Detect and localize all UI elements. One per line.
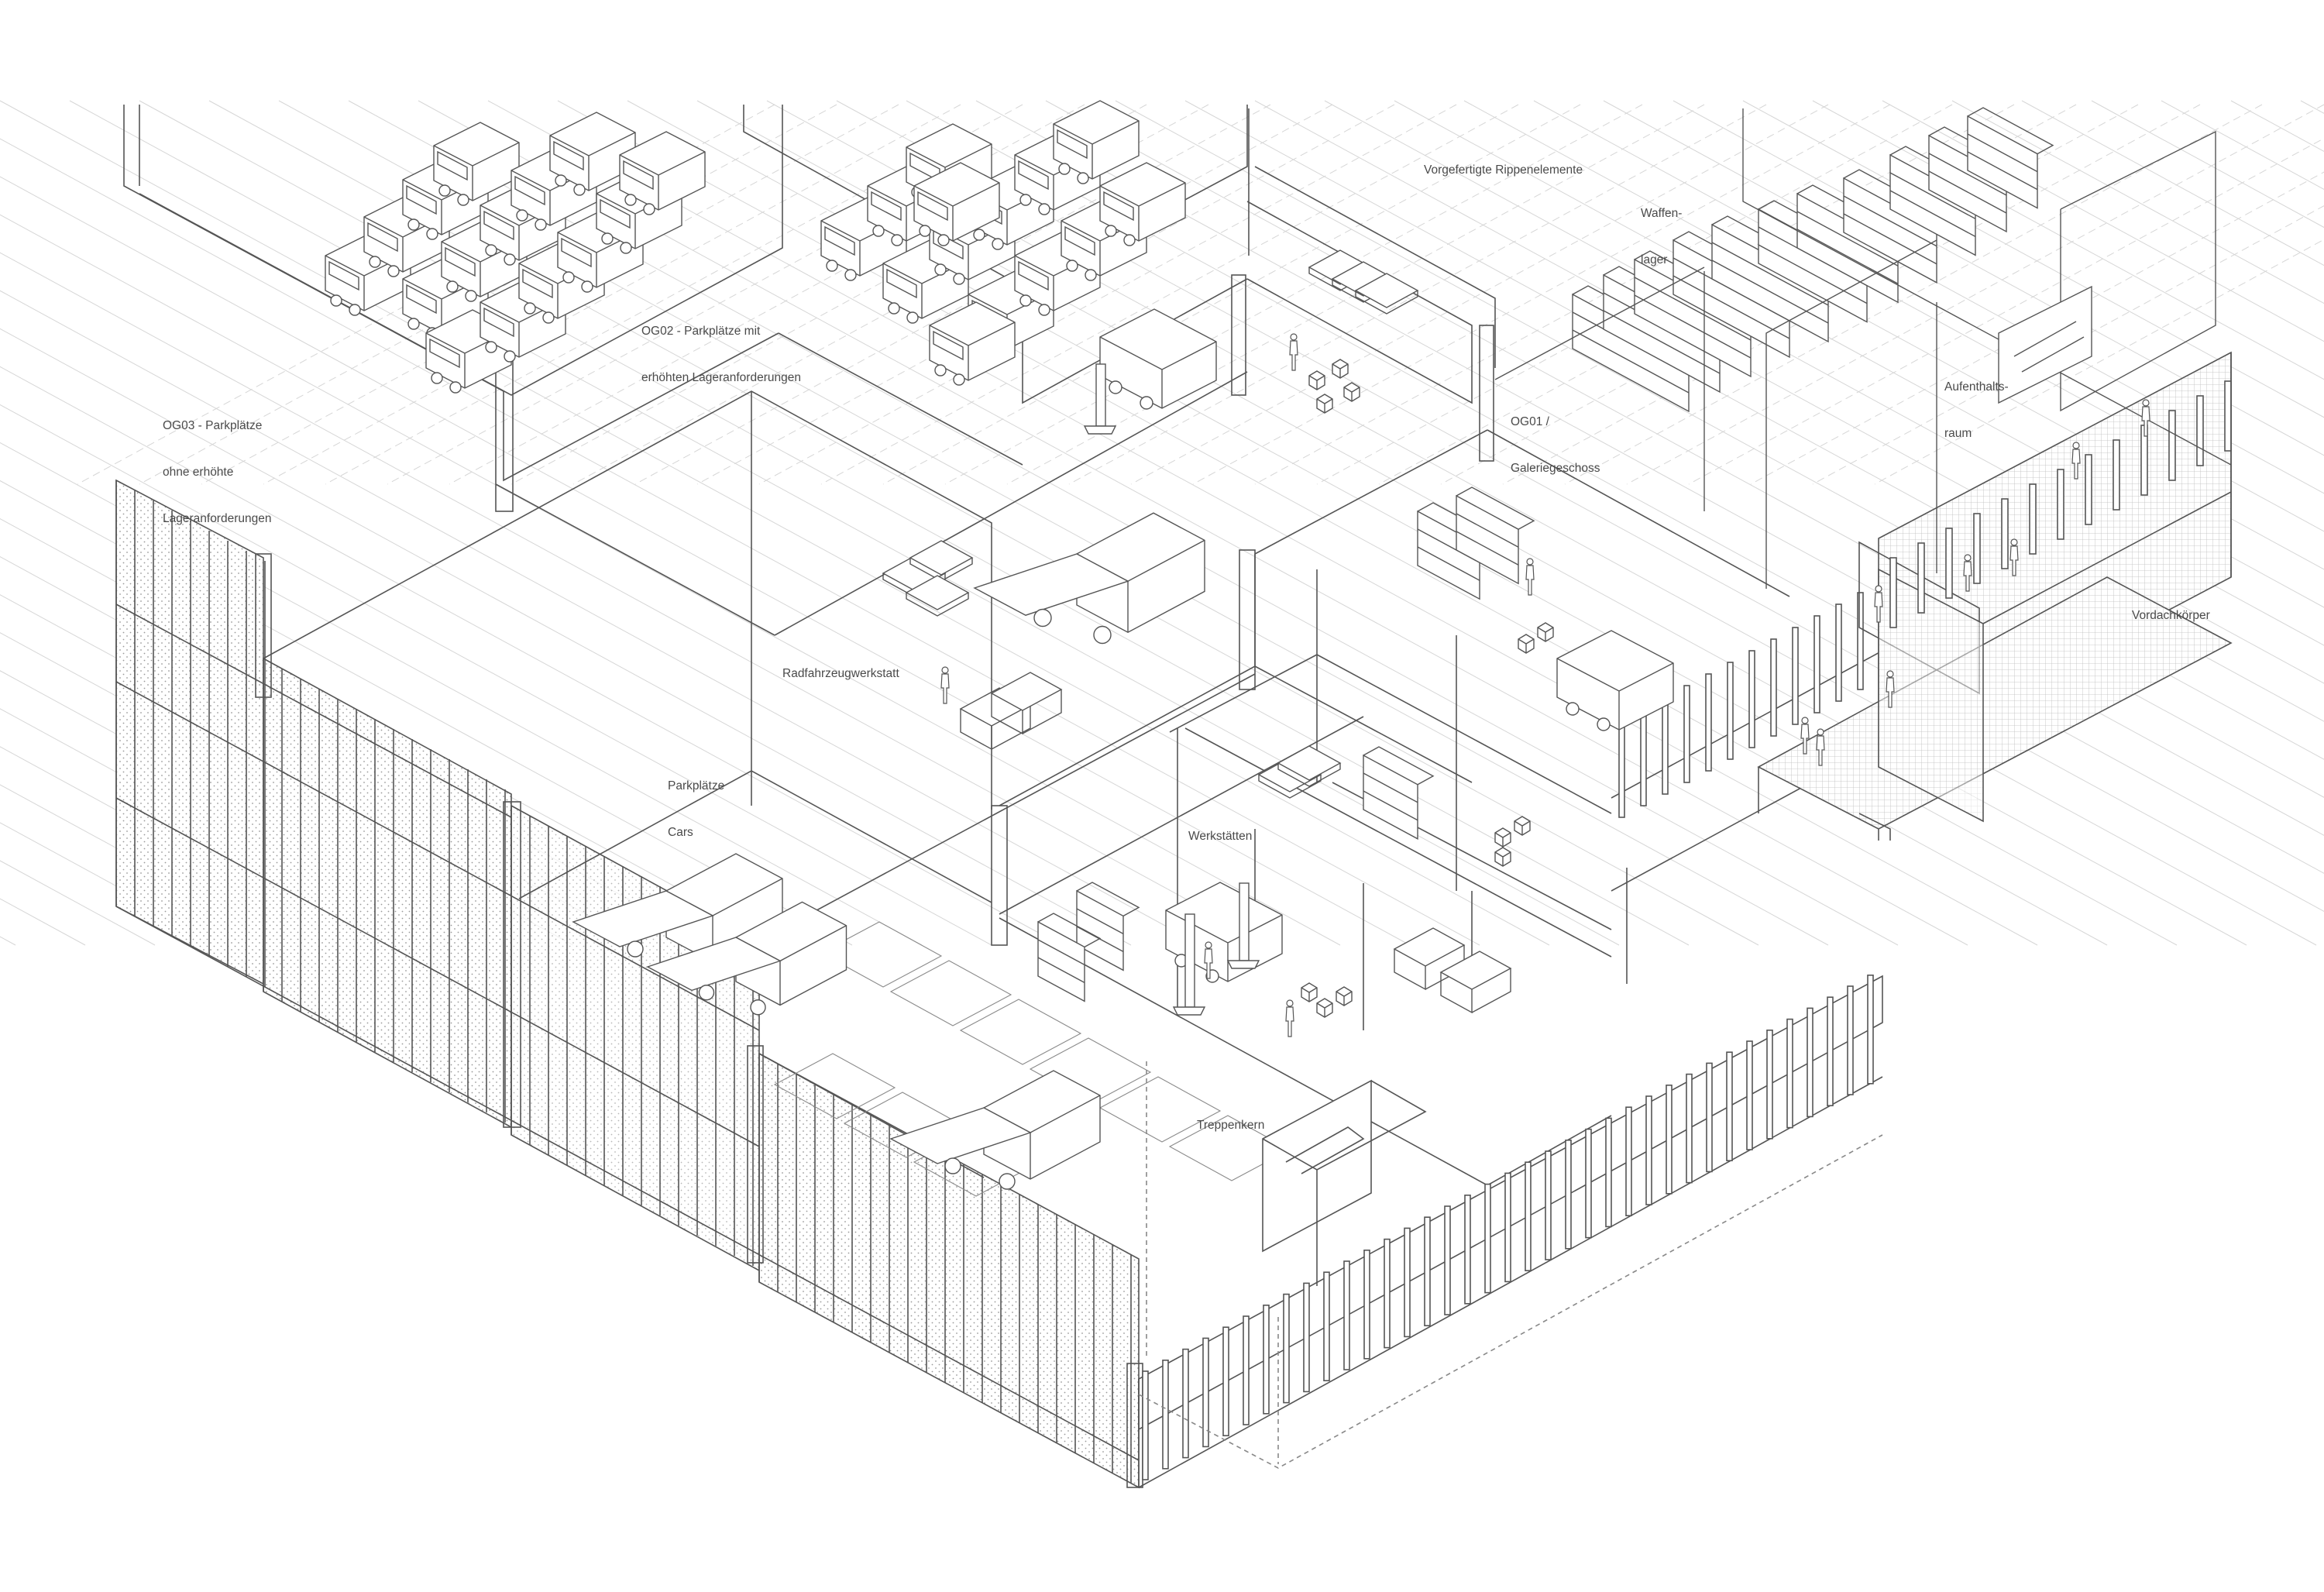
label-og02-line2: erhöhten Lageranforderungen bbox=[641, 371, 801, 384]
label-aufenthalt: Aufenthalts- raum bbox=[1944, 349, 2009, 457]
crate-icon bbox=[1316, 394, 1333, 414]
vehicle-lift-icon bbox=[1083, 363, 1117, 435]
van-icon bbox=[1099, 308, 1217, 410]
person-icon bbox=[940, 666, 950, 704]
pallet-icon bbox=[1354, 273, 1419, 315]
label-radfahrzeug-line1: Radfahrzeugwerkstatt bbox=[782, 667, 899, 680]
label-parkplaetze-line2: Cars bbox=[668, 826, 693, 839]
pallet-icon bbox=[1277, 745, 1342, 787]
label-treppenkern-line1: Treppenkern bbox=[1197, 1119, 1265, 1132]
crate-icon bbox=[1336, 986, 1353, 1006]
canopy-structure bbox=[1757, 351, 2233, 841]
person-icon bbox=[2141, 399, 2150, 437]
workbench-icon bbox=[1393, 927, 1466, 991]
crate-icon bbox=[1332, 359, 1349, 379]
van-icon bbox=[913, 162, 1000, 246]
crate-icon bbox=[1537, 622, 1554, 642]
label-waffen: Waffen- lager bbox=[1641, 175, 1682, 284]
person-figures bbox=[940, 333, 2150, 1037]
shelf-icon bbox=[1363, 746, 1435, 840]
main-building-structure bbox=[115, 390, 1883, 1489]
van-icon bbox=[1099, 162, 1186, 246]
person-icon bbox=[2009, 538, 2019, 576]
label-parkplaetze-line1: Parkplätze bbox=[668, 779, 725, 793]
person-icon bbox=[1886, 670, 1895, 708]
van-icon bbox=[1053, 100, 1140, 184]
pallet-icon bbox=[905, 575, 970, 617]
label-og03-line1: OG03 - Parkplätze bbox=[163, 419, 263, 432]
shelf-icon bbox=[1037, 913, 1102, 1002]
person-icon bbox=[1816, 728, 1825, 766]
crate-icon bbox=[1308, 370, 1325, 390]
label-werkstaetten: Werkstätten bbox=[1188, 798, 1252, 860]
person-icon bbox=[1285, 999, 1294, 1037]
vehicles-and-equipment bbox=[572, 249, 1674, 1190]
label-rippen-line1: Vorgefertigte Rippenelemente bbox=[1424, 163, 1583, 177]
label-og03-line3: Lageranforderungen bbox=[163, 512, 272, 525]
truck-icon bbox=[646, 901, 847, 1016]
person-icon bbox=[1289, 333, 1298, 371]
label-og01-line1: OG01 / bbox=[1511, 415, 1549, 428]
label-og03-line2: ohne erhöhte bbox=[163, 466, 234, 479]
crate-icon bbox=[1494, 847, 1511, 867]
truck-icon bbox=[889, 1070, 1101, 1190]
workbench-icon bbox=[1439, 951, 1512, 1014]
van-icon bbox=[433, 122, 520, 206]
person-icon bbox=[2071, 442, 2081, 480]
parked-van-rows bbox=[325, 100, 1186, 394]
person-icon bbox=[1963, 554, 1972, 592]
person-icon bbox=[1525, 558, 1535, 596]
van-icon bbox=[619, 131, 706, 215]
truck-icon bbox=[973, 512, 1205, 645]
crate-icon bbox=[1343, 382, 1360, 402]
label-aufenthalt-line1: Aufenthalts- bbox=[1944, 380, 2009, 394]
shelf-icon bbox=[1967, 107, 2054, 209]
label-og02: OG02 - Parkplätze mit erhöhten Lageranfo… bbox=[641, 293, 801, 401]
crate-icon bbox=[1316, 998, 1333, 1018]
crate-icon bbox=[1518, 634, 1535, 654]
vehicle-lift-icon bbox=[1226, 882, 1260, 969]
label-og02-line1: OG02 - Parkplätze mit bbox=[641, 325, 761, 338]
label-parkplaetze: Parkplätze Cars bbox=[668, 748, 724, 856]
label-werkstaetten-line1: Werkstätten bbox=[1188, 830, 1253, 843]
label-og01-line2: Galeriegeschoss bbox=[1511, 462, 1600, 475]
label-og03: OG03 - Parkplätze ohne erhöhte Lageranfo… bbox=[163, 387, 271, 542]
crate-icon bbox=[1514, 816, 1531, 836]
workbench-icon bbox=[990, 672, 1063, 735]
label-vordach: Vordachkörper bbox=[2132, 577, 2210, 639]
label-vordach-line1: Vordachkörper bbox=[2132, 609, 2210, 622]
label-og01: OG01 / Galeriegeschoss bbox=[1511, 383, 1600, 492]
vehicle-lift-icon bbox=[1172, 913, 1206, 1016]
person-icon bbox=[1874, 585, 1883, 623]
van-icon bbox=[929, 301, 1016, 386]
person-icon bbox=[1800, 717, 1810, 755]
label-waffen-line1: Waffen- bbox=[1641, 207, 1683, 220]
upper-parking-decks bbox=[123, 105, 1496, 636]
label-treppenkern: Treppenkern bbox=[1197, 1087, 1264, 1149]
shelf-icon bbox=[1076, 882, 1140, 971]
label-rippen: Vorgefertigte Rippenelemente bbox=[1424, 132, 1583, 194]
armory-shelving bbox=[1037, 107, 2232, 1002]
person-icon bbox=[1204, 941, 1213, 979]
label-radfahrzeug: Radfahrzeugwerkstatt bbox=[782, 635, 899, 697]
label-aufenthalt-line2: raum bbox=[1944, 427, 1972, 440]
van-icon bbox=[549, 112, 636, 196]
shelf-icon bbox=[1456, 487, 1535, 585]
crate-icon bbox=[1301, 982, 1318, 1002]
crate-icon bbox=[1494, 827, 1511, 848]
label-waffen-line2: lager bbox=[1641, 253, 1668, 266]
van-icon bbox=[1556, 630, 1674, 731]
